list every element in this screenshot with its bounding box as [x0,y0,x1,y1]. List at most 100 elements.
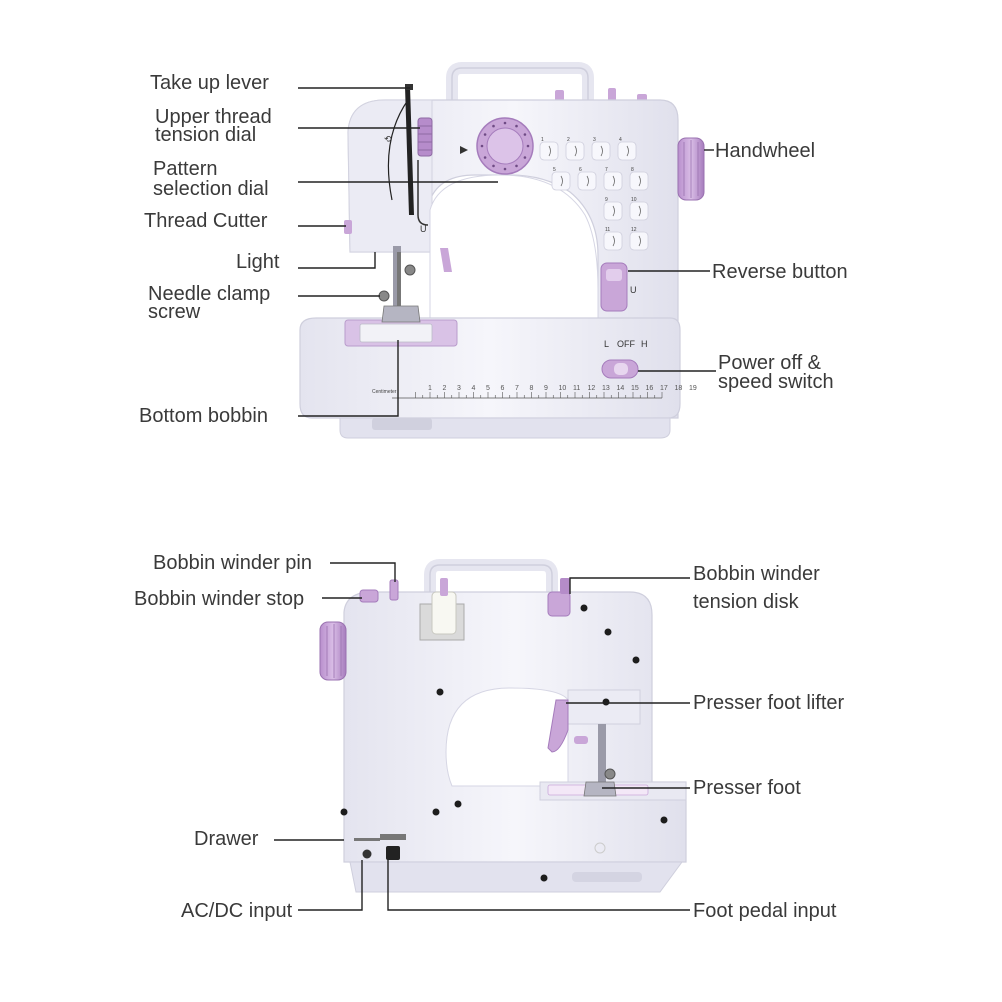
ruler-number: 5 [486,385,490,392]
screw-icon [632,656,640,664]
ruler-number: 1 [428,385,432,392]
label-needle-clamp-2: screw [148,301,201,323]
ruler-number: 18 [675,385,683,392]
pattern-number: 1 [541,137,544,143]
ruler-number: 16 [646,385,654,392]
label-ac-dc-input: AC/DC input [181,900,293,922]
switch-label-off: OFF [617,339,635,349]
pattern-key [629,201,649,221]
ruler-number: 17 [660,385,668,392]
pattern-key [603,201,623,221]
screw-icon [454,800,462,808]
ruler-number: 4 [472,385,476,392]
dial-pointer-icon [460,146,468,154]
screw-icon [540,874,548,882]
pattern-key [565,141,585,161]
bobbin-winder-pin-icon [389,579,399,601]
label-pattern-1: Pattern [153,158,217,180]
back-machine [319,559,687,893]
label-foot-pedal-input: Foot pedal input [693,900,837,922]
pattern-number: 8 [631,167,634,173]
label-reverse-button: Reverse button [712,261,848,283]
pattern-number: 9 [605,197,608,203]
ruler-number: 15 [631,385,639,392]
thread-spool-icon [431,591,457,635]
pattern-number: 4 [619,137,622,143]
front-presser-foot-icon [381,305,421,323]
label-tension-disk-1: Bobbin winder [693,563,820,585]
front-label-group: Take up lever Upper thread tension dial … [139,72,848,427]
label-tension-disk-2: tension disk [693,591,800,613]
screw-icon [432,808,440,816]
ruler-unit-label: Centimeter [372,389,397,395]
pattern-key [591,141,611,161]
back-leaders [274,562,690,911]
ruler-number: 7 [515,385,519,392]
label-bottom-bobbin: Bottom bobbin [139,405,268,427]
pattern-key [603,171,623,191]
ruler-number: 9 [544,385,548,392]
ruler-number: 3 [457,385,461,392]
switch-label-l: L [604,339,609,349]
take-up-lever-icon [405,86,414,215]
label-power-2: speed switch [718,371,834,393]
label-presser-foot: Presser foot [693,777,801,799]
svg-text:U: U [420,224,427,234]
label-bobbin-winder-stop: Bobbin winder stop [134,588,304,610]
label-needle-clamp-1: Needle clamp [148,283,270,305]
pattern-key [603,231,623,251]
pattern-number: 7 [605,167,608,173]
label-bobbin-winder-pin: Bobbin winder pin [153,552,312,574]
screw-icon [580,604,588,612]
label-handwheel: Handwheel [715,140,815,162]
pattern-number: 6 [579,167,582,173]
pattern-key [629,171,649,191]
label-upper-thread-1: Upper thread [155,106,272,128]
pattern-key [539,141,559,161]
pattern-key [551,171,571,191]
presser-foot-lifter-icon [547,699,569,753]
screw-icon [340,808,348,816]
label-thread-cutter: Thread Cutter [144,210,268,232]
label-pattern-2: selection dial [153,178,269,200]
front-leaders [298,87,716,417]
svg-text:U: U [630,285,637,295]
pattern-key [577,171,597,191]
svg-text:⟲: ⟲ [384,134,392,144]
label-presser-foot-lifter: Presser foot lifter [693,692,845,714]
pattern-number: 10 [631,197,637,203]
switch-label-h: H [641,339,648,349]
thread-cutter-icon [344,220,352,234]
ruler-number: 2 [443,385,447,392]
label-drawer: Drawer [194,828,259,850]
tension-disk-icon [547,591,571,617]
presser-foot-icon [583,781,617,797]
label-upper-thread-2: tension dial [155,124,256,146]
screw-icon [602,698,610,706]
screw-icon [436,688,444,696]
back-handwheel-icon [319,621,347,681]
pattern-number: 11 [605,227,610,233]
tension-dial-icon [417,117,433,157]
ruler-number: 12 [588,385,596,392]
screw-icon [660,816,668,824]
ruler-number: 19 [689,385,697,392]
ruler-number: 13 [602,385,610,392]
bobbin-winder-stop-icon [359,589,379,603]
label-take-up-lever: Take up lever [150,72,269,94]
needle-clamp-screw-icon [378,290,390,302]
ac-dc-port-icon [362,849,372,859]
pattern-number: 2 [567,137,570,143]
ruler-number: 8 [530,385,534,392]
pattern-number: 3 [593,137,596,143]
screw-icon [604,628,612,636]
foot-pedal-port-icon [386,846,400,860]
ruler-number: 10 [559,385,567,392]
back-label-group: Bobbin winder pin Bobbin winder stop Bob… [134,552,845,922]
pattern-key [629,231,649,251]
pattern-key [617,141,637,161]
pattern-number: 12 [631,227,637,233]
